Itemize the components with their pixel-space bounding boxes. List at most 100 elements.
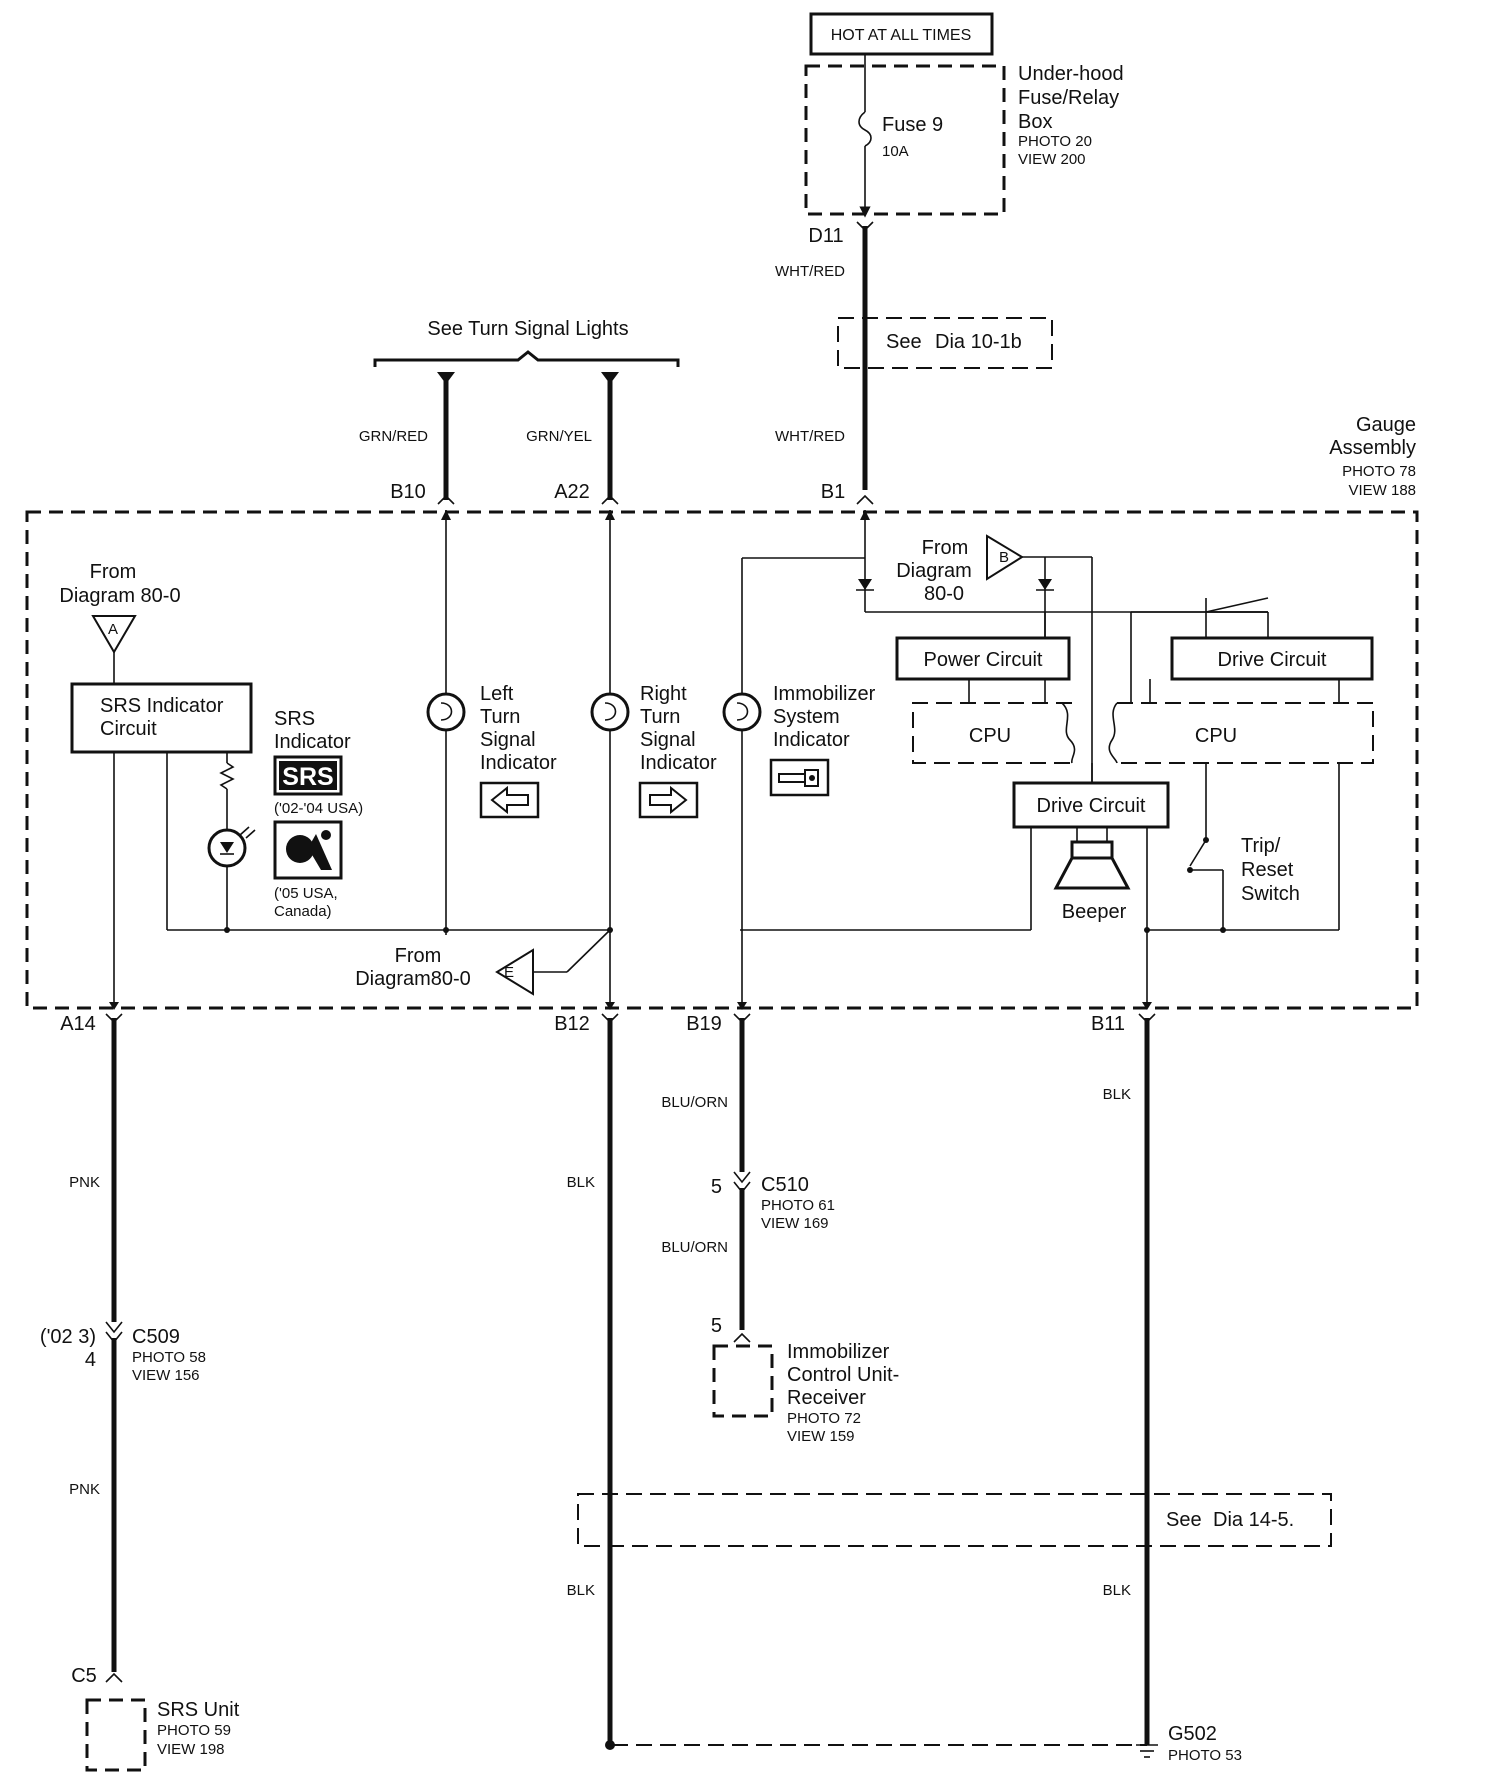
- cpu-1-box: [912, 702, 1072, 764]
- c509-name: C509: [132, 1326, 180, 1348]
- fuse-box-photo: PHOTO 20: [1018, 133, 1092, 150]
- right-turn-bulb: [590, 692, 630, 732]
- gauge-name-2: Assembly: [1329, 437, 1416, 459]
- wire-color-bluorn-1: BLU/ORN: [661, 1094, 728, 1111]
- right-arrow-icon: [649, 785, 688, 815]
- from-a-2: Diagram 80-0: [59, 585, 180, 607]
- srs-unit-box: [85, 1698, 147, 1772]
- c510-view: VIEW 169: [761, 1215, 829, 1232]
- c510-pin: 5: [711, 1176, 722, 1198]
- immob-pin: 5: [711, 1315, 722, 1337]
- pin-b19: B19: [686, 1013, 722, 1035]
- pin-b11: B11: [1091, 1013, 1125, 1035]
- drive-circuit-2-label: Drive Circuit: [1037, 795, 1146, 817]
- pin-a14: A14: [60, 1013, 96, 1035]
- srs-note-2-2: Canada): [274, 903, 332, 920]
- wire-color-grnyel: GRN/YEL: [526, 428, 592, 445]
- see-turn-signal-lights: See Turn Signal Lights: [427, 318, 628, 340]
- fuse-box-name-3: Box: [1018, 111, 1052, 133]
- srs-circuit-1: SRS Indicator: [100, 695, 224, 717]
- immob-unit-1: Immobilizer: [787, 1341, 890, 1363]
- immob-unit-photo: PHOTO 72: [787, 1410, 861, 1427]
- wire-color-blk-b12-2: BLK: [567, 1582, 595, 1599]
- see-dia-14-5-box: [577, 1493, 1332, 1547]
- srs-note-2-1: ('05 USA,: [274, 885, 338, 902]
- immobilizer-unit-box: [712, 1344, 774, 1418]
- fuse-rating: 10A: [882, 143, 909, 160]
- turn-signal-bracket: [373, 350, 680, 367]
- immob-ind-1: Immobilizer: [773, 683, 876, 705]
- beeper-label: Beeper: [1062, 901, 1127, 923]
- immob-unit-view: VIEW 159: [787, 1428, 855, 1445]
- airbag-icon: [286, 835, 314, 863]
- gauge-photo: PHOTO 78: [1342, 463, 1416, 480]
- drive-circuit-1-box: [1170, 636, 1374, 681]
- immob-unit-3: Receiver: [787, 1387, 866, 1409]
- key-icon: [778, 769, 819, 787]
- switch-3: Switch: [1241, 883, 1300, 905]
- see-dia-10-1b-ref: Dia 10-1b: [935, 331, 1022, 353]
- srs-unit-photo: PHOTO 59: [157, 1722, 231, 1739]
- srs-note-1: ('02-'04 USA): [274, 800, 363, 817]
- fuse-box-name-1: Under-hood: [1018, 63, 1124, 85]
- pin-d11: D11: [808, 225, 843, 247]
- right-ind-2: Turn: [640, 706, 680, 728]
- srs-indicator-circuit-box: [70, 682, 253, 754]
- ground-icon: [1136, 1744, 1158, 1758]
- wire-color-pnk-2: PNK: [69, 1481, 100, 1498]
- left-ind-3: Signal: [480, 729, 536, 751]
- from-e-tag-letter: E: [504, 964, 514, 981]
- switch-2: Reset: [1241, 859, 1294, 881]
- srs-unit-name: SRS Unit: [157, 1699, 240, 1721]
- see-dia-14-5-prefix: See: [1166, 1509, 1202, 1531]
- gauge-name-1: Gauge: [1356, 414, 1416, 436]
- immob-ind-2: System: [773, 706, 840, 728]
- wire-color-grnred: GRN/RED: [359, 428, 428, 445]
- cpu-2-box: [1117, 702, 1374, 764]
- srs-ind-1: SRS: [274, 708, 315, 730]
- fuse-relay-box: [804, 64, 1006, 216]
- left-ind-2: Turn: [480, 706, 520, 728]
- wire-color-whtred-top: WHT/RED: [775, 263, 845, 280]
- from-b-3: 80-0: [924, 583, 964, 605]
- wire-color-blk-b11-2: BLK: [1103, 1582, 1131, 1599]
- left-turn-bulb: [426, 692, 466, 732]
- immob-ind-3: Indicator: [773, 729, 850, 751]
- c509-view: VIEW 156: [132, 1367, 200, 1384]
- right-ind-3: Signal: [640, 729, 696, 751]
- switch-1: Trip/: [1241, 835, 1281, 857]
- from-a-tag-letter: A: [108, 621, 118, 638]
- srs-unit-view: VIEW 198: [157, 1741, 225, 1758]
- pin-a22: A22: [554, 481, 590, 503]
- pin-b1: B1: [821, 481, 845, 503]
- gauge-assembly-box: [25, 510, 1419, 1010]
- srs-resistor: [219, 762, 235, 790]
- beeper-icon-body: [1070, 840, 1114, 860]
- from-b-tag-letter: B: [999, 549, 1009, 566]
- srs-circuit-2: Circuit: [100, 718, 157, 740]
- left-ind-1: Left: [480, 683, 514, 705]
- c509-pin: 4: [85, 1349, 96, 1371]
- from-e-tag: [495, 948, 534, 996]
- fuse-box-view: VIEW 200: [1018, 151, 1086, 168]
- see-dia-10-1b-prefix: See: [886, 331, 922, 353]
- fuse-name: Fuse 9: [882, 114, 943, 136]
- from-b-1: From: [922, 537, 969, 559]
- from-b-2: Diagram: [896, 560, 972, 582]
- gauge-view: VIEW 188: [1348, 482, 1416, 499]
- from-e-1: From: [395, 945, 442, 967]
- left-ind-4: Indicator: [480, 752, 557, 774]
- beeper-icon: [1053, 856, 1131, 890]
- ground-photo: PHOTO 53: [1168, 1747, 1242, 1764]
- from-a-1: From: [90, 561, 137, 583]
- wire-color-pnk-1: PNK: [69, 1174, 100, 1191]
- c510-photo: PHOTO 61: [761, 1197, 835, 1214]
- immob-unit-2: Control Unit-: [787, 1364, 899, 1386]
- fuse-box-name-2: Fuse/Relay: [1018, 87, 1119, 109]
- cpu-2-label: CPU: [1195, 725, 1237, 747]
- left-arrow-icon: [490, 785, 529, 815]
- hot-at-all-times-label: HOT AT ALL TIMES: [831, 27, 972, 44]
- power-circuit-box: [895, 636, 1071, 681]
- right-ind-1: Right: [640, 683, 687, 705]
